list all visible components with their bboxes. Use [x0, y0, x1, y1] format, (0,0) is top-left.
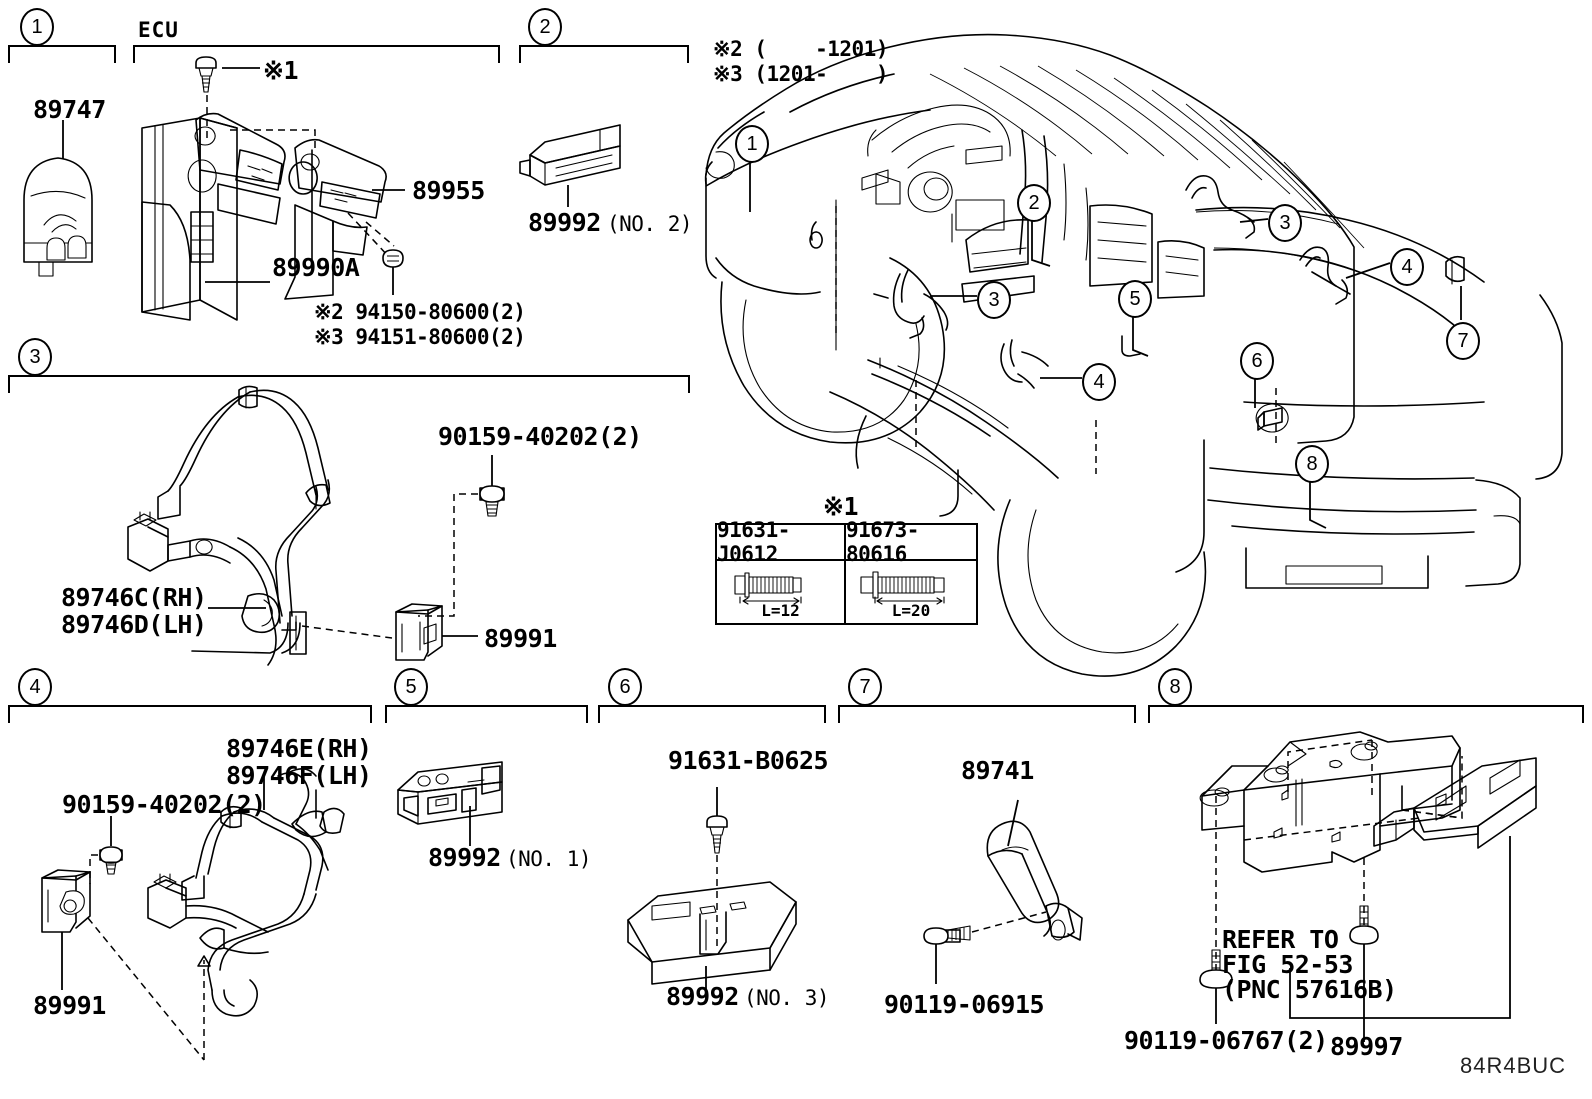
vehicle-callout-4b: 4 — [1390, 248, 1424, 286]
label-89997: 89997 — [1330, 1032, 1403, 1061]
label-89992-no3-suffix: (NO. 3) — [744, 986, 830, 1010]
label-89746D-LH: 89746D(LH) — [61, 610, 207, 639]
bolt-length-1: L=12 — [761, 600, 800, 620]
bolt-table-title: ※1 — [823, 492, 859, 521]
bolt-icon-l20 — [860, 570, 945, 605]
vehicle-callout-7: 7 — [1446, 322, 1480, 360]
bolt-cell-1: L=12 — [717, 561, 846, 623]
label-refer-to-line2: FIG 52-53 — [1222, 950, 1353, 979]
bolt-icon-l12 — [733, 571, 802, 605]
section-number-4: 4 — [18, 668, 52, 706]
vehicle-callout-1: 1 — [735, 125, 769, 163]
label-ecu-note-3: ※3 94151-80600(2) — [314, 325, 526, 349]
label-89955: 89955 — [412, 176, 485, 205]
label-89992-no3: 89992 — [666, 982, 739, 1011]
vehicle-callout-6: 6 — [1240, 342, 1274, 380]
section-bracket-5 — [385, 705, 588, 723]
label-90159-40202-s3: 90159-40202(2) — [438, 422, 642, 451]
label-89992-no1-suffix: (NO. 1) — [506, 847, 592, 871]
section-bracket-ecu — [133, 45, 500, 63]
label-refer-to-line1: REFER TO — [1222, 925, 1339, 954]
label-90119-06767: 90119-06767(2) — [1124, 1026, 1328, 1055]
vehicle-callout-2: 2 — [1017, 184, 1051, 222]
section-bracket-7 — [838, 705, 1136, 723]
section-number-5: 5 — [394, 668, 428, 706]
vehicle-callout-8: 8 — [1295, 445, 1329, 483]
section-number-2: 2 — [528, 8, 562, 46]
bolt-length-2: L=20 — [891, 600, 931, 620]
section-number-8: 8 — [1158, 668, 1192, 706]
label-ecu-bolt-ref: ※1 — [263, 56, 299, 85]
bolt-spec-table: 91631-J0612 91673-80616 L=12 — [715, 518, 978, 625]
section-number-3: 3 — [18, 338, 52, 376]
note-3-text: ※3 (1201- ) — [713, 62, 888, 86]
label-89991-s4: 89991 — [33, 991, 106, 1020]
section-bracket-2 — [519, 45, 689, 63]
diagram-code: 84R4BUC — [1460, 1053, 1567, 1078]
vehicle-callout-4a: 4 — [1082, 363, 1116, 401]
label-89992-no2: 89992 — [528, 208, 601, 237]
label-89992-no1: 89992 — [428, 843, 501, 872]
label-91631-B0625: 91631-B0625 — [668, 746, 829, 775]
label-refer-to-line3: (PNC 57616B) — [1222, 975, 1397, 1004]
section-bracket-1 — [8, 45, 116, 63]
section-bracket-4 — [8, 705, 372, 723]
section-bracket-8 — [1148, 705, 1584, 723]
section-number-1: 1 — [20, 8, 54, 46]
bolt-cell-2: L=20 — [846, 561, 976, 623]
section-bracket-6 — [598, 705, 826, 723]
label-89992-no2-suffix: (NO. 2) — [607, 212, 693, 236]
label-90119-06915: 90119-06915 — [884, 990, 1045, 1019]
vehicle-callout-5: 5 — [1118, 280, 1152, 318]
label-89747: 89747 — [33, 95, 106, 124]
label-89746F-LH: 89746F(LH) — [226, 761, 372, 790]
label-ecu-note-2: ※2 94150-80600(2) — [314, 300, 526, 324]
label-90159-40202-s4: 90159-40202(2) — [62, 790, 266, 819]
label-89746E-RH: 89746E(RH) — [226, 734, 372, 763]
label-89990A: 89990A — [272, 253, 360, 282]
vehicle-callout-3b: 3 — [1268, 204, 1302, 242]
note-2-text: ※2 ( -1201) — [713, 37, 888, 61]
vehicle-callout-3a: 3 — [977, 281, 1011, 319]
bolt-table-body-row: L=12 L=20 — [717, 561, 976, 623]
label-89741: 89741 — [961, 756, 1034, 785]
label-89991-s3: 89991 — [484, 624, 557, 653]
section-bracket-3 — [8, 375, 690, 393]
section-number-7: 7 — [848, 668, 882, 706]
section-number-6: 6 — [608, 668, 642, 706]
ecu-heading: ECU — [138, 18, 179, 42]
label-89746C-RH: 89746C(RH) — [61, 583, 207, 612]
